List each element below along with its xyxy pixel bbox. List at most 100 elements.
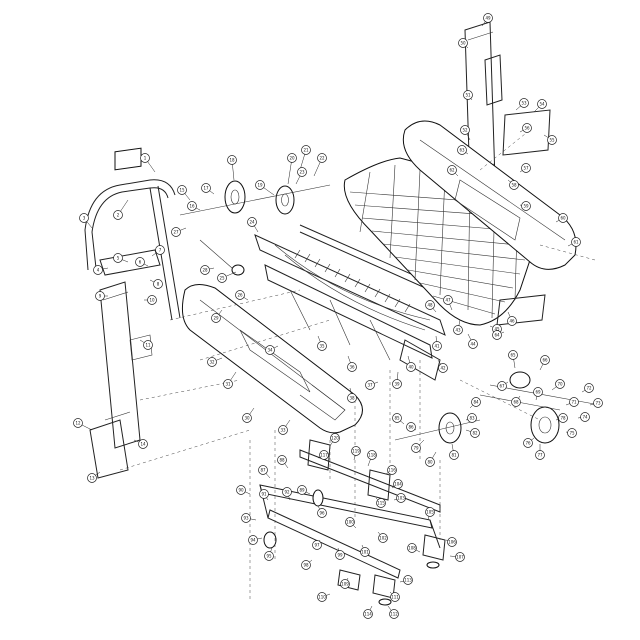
callout-layer: 1234567891011121314151617181920212223242… bbox=[73, 13, 603, 619]
part-callout: 84 bbox=[469, 397, 481, 409]
callout-bubble bbox=[460, 125, 470, 135]
callout-bubble bbox=[558, 213, 568, 223]
callout-number: 72 bbox=[586, 386, 592, 391]
part-callout: 117 bbox=[317, 450, 329, 460]
callout-bubble bbox=[87, 473, 97, 483]
part-callout: 114 bbox=[363, 605, 373, 619]
callout-bubble bbox=[555, 379, 565, 389]
callout-bubble bbox=[392, 379, 402, 389]
part-callout: 46 bbox=[507, 311, 517, 326]
callout-bubble bbox=[458, 38, 468, 48]
callout-number: 91 bbox=[261, 492, 267, 497]
part-callout: 8 bbox=[149, 279, 163, 289]
callout-number: 80 bbox=[427, 460, 433, 465]
callout-number: 22 bbox=[319, 156, 325, 161]
callout-number: 32 bbox=[209, 360, 215, 365]
callout-number: 54 bbox=[539, 102, 545, 107]
callout-bubble bbox=[79, 213, 89, 223]
part-callout: 2 bbox=[113, 199, 129, 220]
part-callout: 72 bbox=[581, 383, 594, 393]
callout-number: 28 bbox=[202, 268, 208, 273]
callout-number: 73 bbox=[595, 401, 601, 406]
main-frame bbox=[254, 224, 471, 381]
callout-number: 100 bbox=[346, 520, 354, 525]
callout-number: 101 bbox=[361, 550, 369, 555]
callout-bubble bbox=[113, 253, 123, 263]
callout-bubble bbox=[411, 443, 421, 453]
callout-number: 117 bbox=[320, 453, 328, 458]
callout-bubble bbox=[317, 153, 327, 163]
callout-bubble bbox=[547, 135, 557, 145]
callout-number: 51 bbox=[465, 93, 471, 98]
callout-number: 31 bbox=[225, 382, 231, 387]
callout-bubble bbox=[265, 345, 275, 355]
callout-bubble bbox=[447, 537, 457, 547]
part-callout: 38 bbox=[347, 387, 357, 403]
callout-bubble bbox=[425, 507, 435, 517]
callout-number: 108 bbox=[408, 546, 416, 551]
callout-number: 104 bbox=[394, 482, 402, 487]
part-callout: 101 bbox=[360, 544, 370, 557]
part-callout: 33 bbox=[278, 419, 291, 435]
part-callout: 15 bbox=[177, 185, 191, 201]
callout-bubble bbox=[521, 163, 531, 173]
callout-bubble bbox=[468, 339, 478, 349]
callout-number: 49 bbox=[485, 16, 491, 21]
part-callout: 67 bbox=[497, 381, 509, 391]
callout-bubble bbox=[140, 153, 150, 163]
part-callout: 107 bbox=[449, 552, 465, 562]
part-callout: 22 bbox=[313, 153, 327, 177]
part-callout: 30 bbox=[242, 407, 255, 423]
callout-number: 81 bbox=[451, 453, 457, 458]
part-callout: 96 bbox=[317, 505, 327, 518]
part-callout: 11 bbox=[139, 339, 153, 350]
part-callout: 48 bbox=[425, 300, 437, 313]
callout-bubble bbox=[73, 418, 83, 428]
callout-bubble bbox=[312, 540, 322, 550]
callout-bubble bbox=[227, 155, 237, 165]
part-callout: 32 bbox=[207, 357, 223, 367]
callout-number: 68 bbox=[513, 400, 519, 405]
part-callout: 64 bbox=[492, 330, 505, 340]
part-callout: 19 bbox=[255, 180, 275, 196]
callout-number: 23 bbox=[299, 170, 305, 175]
callout-number: 60 bbox=[560, 216, 566, 221]
callout-number: 1 bbox=[144, 156, 147, 161]
callout-number: 95 bbox=[266, 554, 272, 559]
part-callout: 66 bbox=[539, 355, 550, 371]
callout-number: 106 bbox=[448, 540, 456, 545]
callout-bubble bbox=[406, 422, 416, 432]
part-callout: 120 bbox=[329, 433, 340, 447]
callout-bubble bbox=[155, 245, 165, 255]
callout-bubble bbox=[378, 533, 388, 543]
callout-number: 62 bbox=[449, 168, 455, 173]
callout-bubble bbox=[508, 350, 518, 360]
part-callout: 70 bbox=[551, 379, 565, 391]
callout-number: 77 bbox=[537, 453, 543, 458]
callout-bubble bbox=[282, 487, 292, 497]
callout-number: 35 bbox=[319, 344, 325, 349]
callout-number: 92 bbox=[284, 490, 290, 495]
callout-bubble bbox=[425, 457, 435, 467]
callout-bubble bbox=[432, 341, 442, 351]
callout-bubble bbox=[236, 485, 246, 495]
part-callout: 93 bbox=[241, 513, 257, 523]
callout-bubble bbox=[264, 551, 274, 561]
part-callout: 20 bbox=[287, 153, 297, 185]
part-callout: 5 bbox=[113, 253, 129, 263]
callout-number: 12 bbox=[75, 421, 81, 426]
part-callout: 110 bbox=[317, 592, 331, 602]
callout-number: 76 bbox=[525, 441, 531, 446]
part-callout: 99 bbox=[335, 547, 345, 560]
rear-pulley-assembly bbox=[394, 371, 601, 444]
callout-bubble bbox=[255, 180, 265, 190]
part-callout: 50 bbox=[458, 38, 469, 49]
callout-bubble bbox=[453, 325, 463, 335]
part-callout: 24 bbox=[247, 217, 259, 233]
part-callout: 47 bbox=[443, 295, 453, 311]
part-callout: 26 bbox=[235, 290, 249, 301]
callout-number: 37 bbox=[367, 383, 373, 388]
part-callout: 17 bbox=[201, 183, 215, 195]
callout-bubble bbox=[393, 479, 403, 489]
part-callout: 55 bbox=[543, 134, 557, 145]
